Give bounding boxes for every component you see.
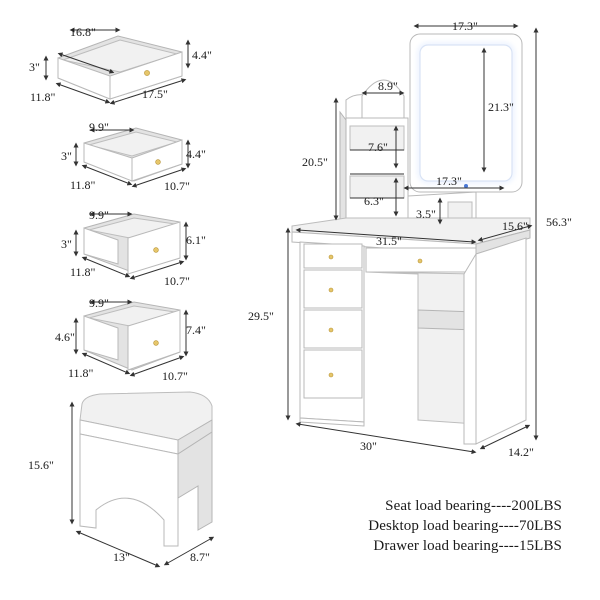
drawer-2-width-label: 9.9" [89, 120, 109, 134]
drawer-small-1 [83, 127, 183, 182]
stool-depth-label: 8.7" [190, 550, 210, 564]
drawer-large-height-left-label: 3" [29, 60, 40, 74]
drawer-4-height-right-label: 7.4" [186, 323, 206, 337]
drawer-4-depth-left-label: 11.8" [68, 366, 94, 380]
drawer-2-depth-left-label: 11.8" [70, 178, 96, 192]
drawer-3-depth-left-label: 11.8" [70, 265, 96, 279]
hutch-height-label: 20.5" [302, 155, 328, 169]
spec-desktop-load: Desktop load bearing----70LBS [368, 518, 562, 534]
drawer-large-depth-right-label: 17.5" [142, 87, 168, 101]
shelf-upper-height-label: 7.6" [368, 140, 388, 154]
stool-height-label: 15.6" [28, 458, 54, 472]
mirror-base-width-label: 17.3" [436, 174, 462, 188]
desk-height-label: 29.5" [248, 309, 274, 323]
mirror-width-label: 17.3" [452, 19, 478, 33]
spec-seat-load: Seat load bearing----200LBS [385, 498, 562, 514]
drawer-knob [328, 287, 334, 293]
drawer-2-depth-right-label: 10.7" [164, 179, 190, 193]
drawer-knob [328, 372, 334, 378]
mirror-touch-button-icon [464, 184, 468, 188]
drawer-4-height-left-label: 4.6" [55, 330, 75, 344]
round-shelf-width-label: 8.9" [378, 79, 398, 93]
desk-width-label: 30" [360, 439, 377, 453]
stool-width-label: 13" [113, 550, 130, 564]
desk-depth-label: 14.2" [508, 445, 534, 459]
shelf-lower-height-label: 6.3" [364, 194, 384, 208]
drawer-3-height-left-label: 3" [61, 237, 72, 251]
drawer-3-width-label: 9.9" [89, 208, 109, 222]
drawer-knob [417, 258, 423, 264]
drawer-large-depth-left-label: 11.8" [30, 90, 56, 104]
drawer-small-2 [83, 213, 181, 275]
drawer-knob [153, 340, 159, 346]
drawer-large-height-right-label: 4.4" [192, 48, 212, 62]
stool [79, 391, 213, 547]
drawer-4-width-label: 9.9" [89, 296, 109, 310]
drawer-2-height-right-label: 4.4" [186, 147, 206, 161]
drawer-large-width-label: 16.8" [70, 25, 96, 39]
total-height-label: 56.3" [546, 215, 572, 229]
drawer-knob [144, 70, 150, 76]
desktop-width-label: 31.5" [376, 234, 402, 248]
drawer-knob [155, 159, 161, 165]
spec-drawer-load: Drawer load bearing----15LBS [373, 538, 562, 554]
drawer-2-height-left-label: 3" [61, 149, 72, 163]
drawer-4-depth-right-label: 10.7" [162, 369, 188, 383]
drawer-3-height-right-label: 6.1" [186, 233, 206, 247]
desktop-depth-label: 15.6" [502, 219, 528, 233]
riser-height-label: 3.5" [416, 207, 436, 221]
vanity-desk [291, 33, 531, 445]
drawer-knob [328, 254, 334, 260]
mirror-height-label: 21.3" [488, 100, 514, 114]
drawer-knob [328, 327, 334, 333]
drawer-knob [153, 247, 159, 253]
drawer-3-depth-right-label: 10.7" [164, 274, 190, 288]
